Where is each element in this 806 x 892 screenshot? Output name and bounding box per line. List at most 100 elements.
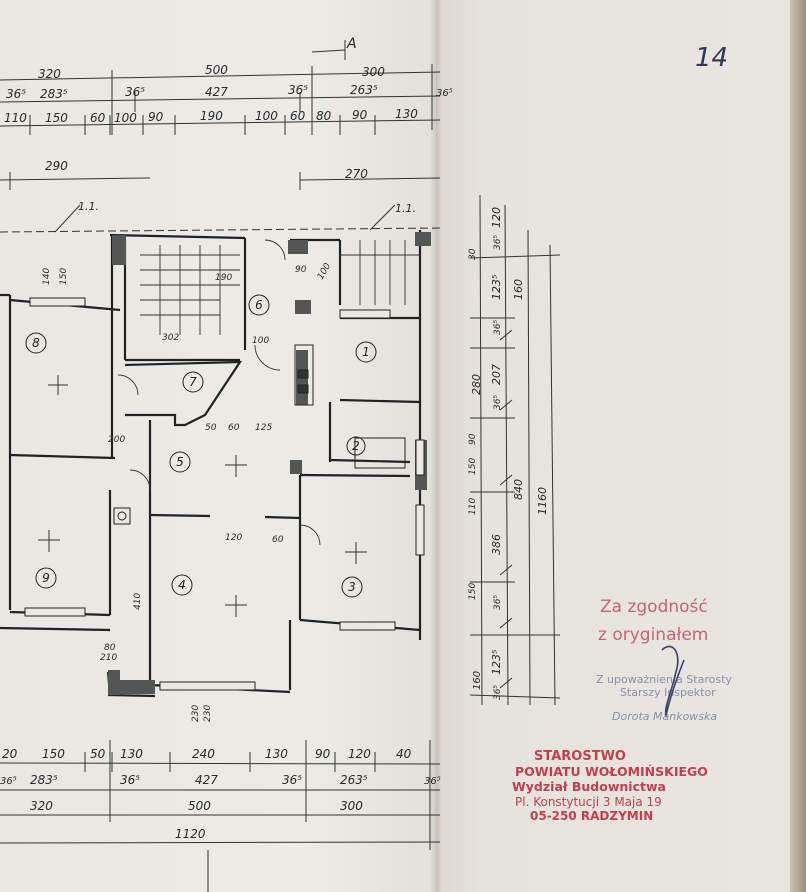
dim-right-8: 36⁵ — [493, 595, 503, 610]
dim-top-r2-6: 263⁵ — [350, 83, 378, 97]
dim-right-9: 123⁵ — [490, 650, 503, 675]
dim-bot-r1-2: 150 — [42, 747, 65, 761]
dim-right-col3-5: 150 — [468, 583, 478, 600]
doors — [117, 239, 321, 546]
left-sheet — [0, 0, 436, 892]
dim-bot-r1-6: 130 — [265, 747, 288, 761]
dim-top-r3-2: 150 — [45, 111, 68, 125]
dim-bot-r2-7: 36⁵ — [424, 776, 441, 787]
dim-right-2: 36⁵ — [493, 235, 503, 250]
room-numbers: 8 9 1 2 3 4 5 6 7 — [32, 298, 370, 594]
dim-bot-total: 1120 — [175, 827, 206, 841]
section-labels: 1.1. 1.1. — [78, 200, 416, 215]
dim-top-r3-3: 60 — [90, 111, 106, 125]
interior-dim-15: 150 — [59, 268, 69, 285]
office-line-3: Wydział Budownictwa — [512, 779, 666, 794]
dim-right-col3-6: 160 — [472, 671, 483, 690]
room-circles — [25, 294, 377, 598]
dim-bot-r1-1: 20 — [2, 747, 18, 761]
dim-bot-r2-5: 36⁵ — [282, 773, 302, 787]
dim-top-1: 320 — [38, 67, 61, 81]
office-line-5: 05-250 RADZYMIN — [530, 809, 653, 823]
interior-dim-9: 230 — [191, 705, 201, 722]
dim-top-r3-8: 60 — [290, 109, 306, 123]
dim-right-col3-4: 110 — [468, 498, 478, 515]
dim-top-r2-1: 36⁵ — [6, 87, 26, 101]
bottom-dimension-labels: 20 150 50 130 240 130 90 120 40 36⁵ 283⁵… — [0, 747, 441, 841]
dim-top-r3-4: 100 — [114, 111, 137, 125]
office-line-1: STAROSTWO — [534, 749, 626, 764]
interior-dim-10: 210 — [100, 653, 117, 663]
interior-dim-12: 80 — [104, 643, 116, 653]
dim-right-4: 36⁵ — [493, 320, 503, 335]
dim-bot-r2-4: 427 — [195, 773, 218, 787]
dim-right-col2-2: 280 — [470, 374, 483, 395]
dim-bot-r1-3: 50 — [90, 747, 106, 761]
dim-right-col3-3: 150 — [468, 458, 478, 475]
dim-top-3: 300 — [362, 65, 385, 79]
room-5-label: 5 — [176, 455, 184, 469]
interior-dim-7: 60 — [228, 423, 240, 433]
interior-dim-3: 120 — [225, 533, 242, 543]
dim-right-1: 120 — [490, 207, 503, 228]
section-marker-right: 1.1. — [395, 202, 416, 215]
dim-top-r2-4: 427 — [205, 85, 228, 99]
room-1-label: 1 — [362, 345, 370, 359]
interior-dim-18: 230 — [203, 705, 213, 722]
dim-right-7: 386 — [490, 534, 503, 555]
dim-right-col2-3: 840 — [512, 479, 525, 500]
section-lines — [0, 204, 441, 233]
staircase — [140, 240, 420, 335]
interior-dim-14: 140 — [42, 268, 52, 285]
room-4-label: 4 — [178, 578, 186, 592]
bottom-dimension-lines — [0, 740, 441, 892]
dim-right-10: 36⁵ — [493, 685, 503, 700]
dim-bot-r1-8: 120 — [348, 747, 371, 761]
dim-bot-r1-9: 40 — [396, 747, 412, 761]
interior-dim-1: 302 — [162, 333, 179, 343]
auth-line-2: Starszy Inspektor — [620, 686, 716, 699]
interior-dim-8: 410 — [133, 593, 143, 610]
dim-top-r2-5: 36⁵ — [288, 83, 308, 97]
interior-dim-5: 125 — [255, 423, 272, 433]
room-7-label: 7 — [189, 375, 197, 389]
interior-dim-13: 200 — [108, 435, 125, 445]
dim-top-2: 500 — [205, 63, 228, 77]
room-8-label: 8 — [32, 336, 40, 350]
dim-top-r2-2: 283⁵ — [40, 87, 68, 101]
dim-top-r3-10: 90 — [352, 108, 368, 122]
dim-top-r2-7: 36⁵ — [436, 88, 453, 99]
auth-line-1: Z upoważnienia Starosty — [596, 673, 732, 686]
top-dimension-labels: 320 500 300 36⁵ 283⁵ 36⁵ 427 36⁵ 263⁵ 36… — [4, 36, 453, 181]
dim-top-r3-9: 80 — [316, 109, 332, 123]
room-3-label: 3 — [348, 580, 356, 594]
cert-line-1: Za zgodność — [600, 597, 708, 617]
dim-top-r4-2: 270 — [345, 167, 368, 181]
right-dimension-lines — [469, 194, 561, 706]
office-line-2: POWIATU WOŁOMIŃSKIEGO — [515, 764, 708, 779]
dim-bot-r3-2: 500 — [188, 799, 211, 813]
dim-bot-r2-6: 263⁵ — [340, 773, 368, 787]
interior-dim-4: 60 — [272, 535, 284, 545]
dim-top-r3-1: 110 — [4, 111, 27, 125]
right-sheet — [436, 0, 806, 892]
dim-top-r3-11: 130 — [395, 107, 418, 121]
dim-right-col2-4: 1160 — [536, 487, 549, 515]
section-marker-left: 1.1. — [78, 200, 99, 213]
dim-right-3: 123⁵ — [490, 275, 503, 300]
room-centers — [38, 375, 367, 617]
dim-bot-r3-3: 300 — [340, 799, 363, 813]
office-stamp: STAROSTWO POWIATU WOŁOMIŃSKIEGO Wydział … — [512, 749, 708, 823]
interior-dim-17: 100 — [316, 261, 333, 281]
dim-bot-r1-7: 90 — [315, 747, 331, 761]
dim-right-5: 207 — [490, 364, 503, 385]
dim-bot-r1-5: 240 — [192, 747, 215, 761]
interior-dim-16: 90 — [295, 265, 307, 275]
dim-right-col3-1: 30 — [468, 248, 478, 260]
dim-top-r3-7: 100 — [255, 109, 278, 123]
dim-right-col3-2: 90 — [468, 433, 478, 445]
dim-top-r2-3: 36⁵ — [125, 85, 145, 99]
dim-bot-r2-2: 283⁵ — [30, 773, 58, 787]
dim-bot-r1-4: 130 — [120, 747, 143, 761]
dim-right-6: 36⁵ — [493, 395, 503, 410]
